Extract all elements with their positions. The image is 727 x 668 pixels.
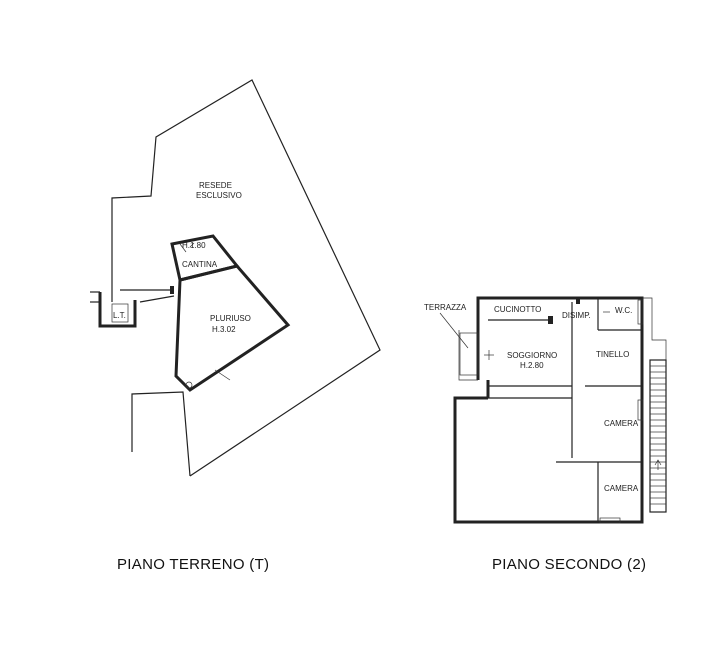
pluriuso-room (174, 264, 291, 392)
second-floor-caption: PIANO SECONDO (2) (492, 556, 646, 573)
cantina-vent-mark (189, 242, 195, 248)
resede-label-1: RESEDE (199, 181, 232, 190)
passage-post (170, 286, 174, 294)
second-floor-plan: TERRAZZA CUCINOTTO DISIMP. W.C. SOGGIORN… (424, 296, 667, 524)
soggiorno-height-label: H.2.80 (520, 361, 544, 370)
pluriuso-label: PLURIUSO (210, 314, 251, 323)
cantina-door-mark (179, 243, 187, 253)
terrazza-label: TERRAZZA (424, 303, 467, 312)
window-south (599, 517, 621, 524)
terrazza-leader (439, 312, 469, 349)
disimp-post (576, 298, 580, 304)
pluriuso-door-mark (214, 369, 231, 381)
outer-wall (453, 296, 644, 524)
window-east-1 (637, 299, 644, 325)
lt-room (98, 292, 137, 328)
ground-floor-plan: RESEDE ESCLUSIVO H.1.80 CANTINA PLURIUSO… (90, 79, 381, 477)
ground-floor-caption: PIANO TERRENO (T) (117, 556, 269, 573)
camera-2-label: CAMERA (604, 484, 639, 493)
terrazza-area (459, 332, 479, 376)
window-east-2 (637, 399, 644, 421)
stair-landing (642, 297, 667, 360)
tinello-label: TINELLO (596, 350, 629, 359)
external-stair (649, 359, 667, 513)
pluriuso-height-label: H.3.02 (212, 325, 236, 334)
passage-wall-bottom (139, 295, 175, 303)
wc-label: W.C. (615, 306, 632, 315)
lt-inner-box (111, 303, 129, 323)
cantina-height-label: H.1.80 (182, 241, 206, 250)
terrazza-railing (458, 330, 478, 381)
pluriuso-pillar (185, 381, 193, 389)
lt-label: L.T. (113, 311, 126, 320)
soggiorno-label: SOGGIORNO (507, 351, 557, 360)
disimp-label: DISIMP. (562, 311, 591, 320)
cucinotto-label: CUCINOTTO (494, 305, 541, 314)
cucinotto-post (548, 316, 553, 324)
lot-boundary-lower (131, 391, 191, 477)
lot-boundary (111, 79, 381, 477)
camera-1-label: CAMERA (604, 419, 639, 428)
cantina-label: CANTINA (182, 260, 218, 269)
resede-label-2: ESCLUSIVO (196, 191, 242, 200)
